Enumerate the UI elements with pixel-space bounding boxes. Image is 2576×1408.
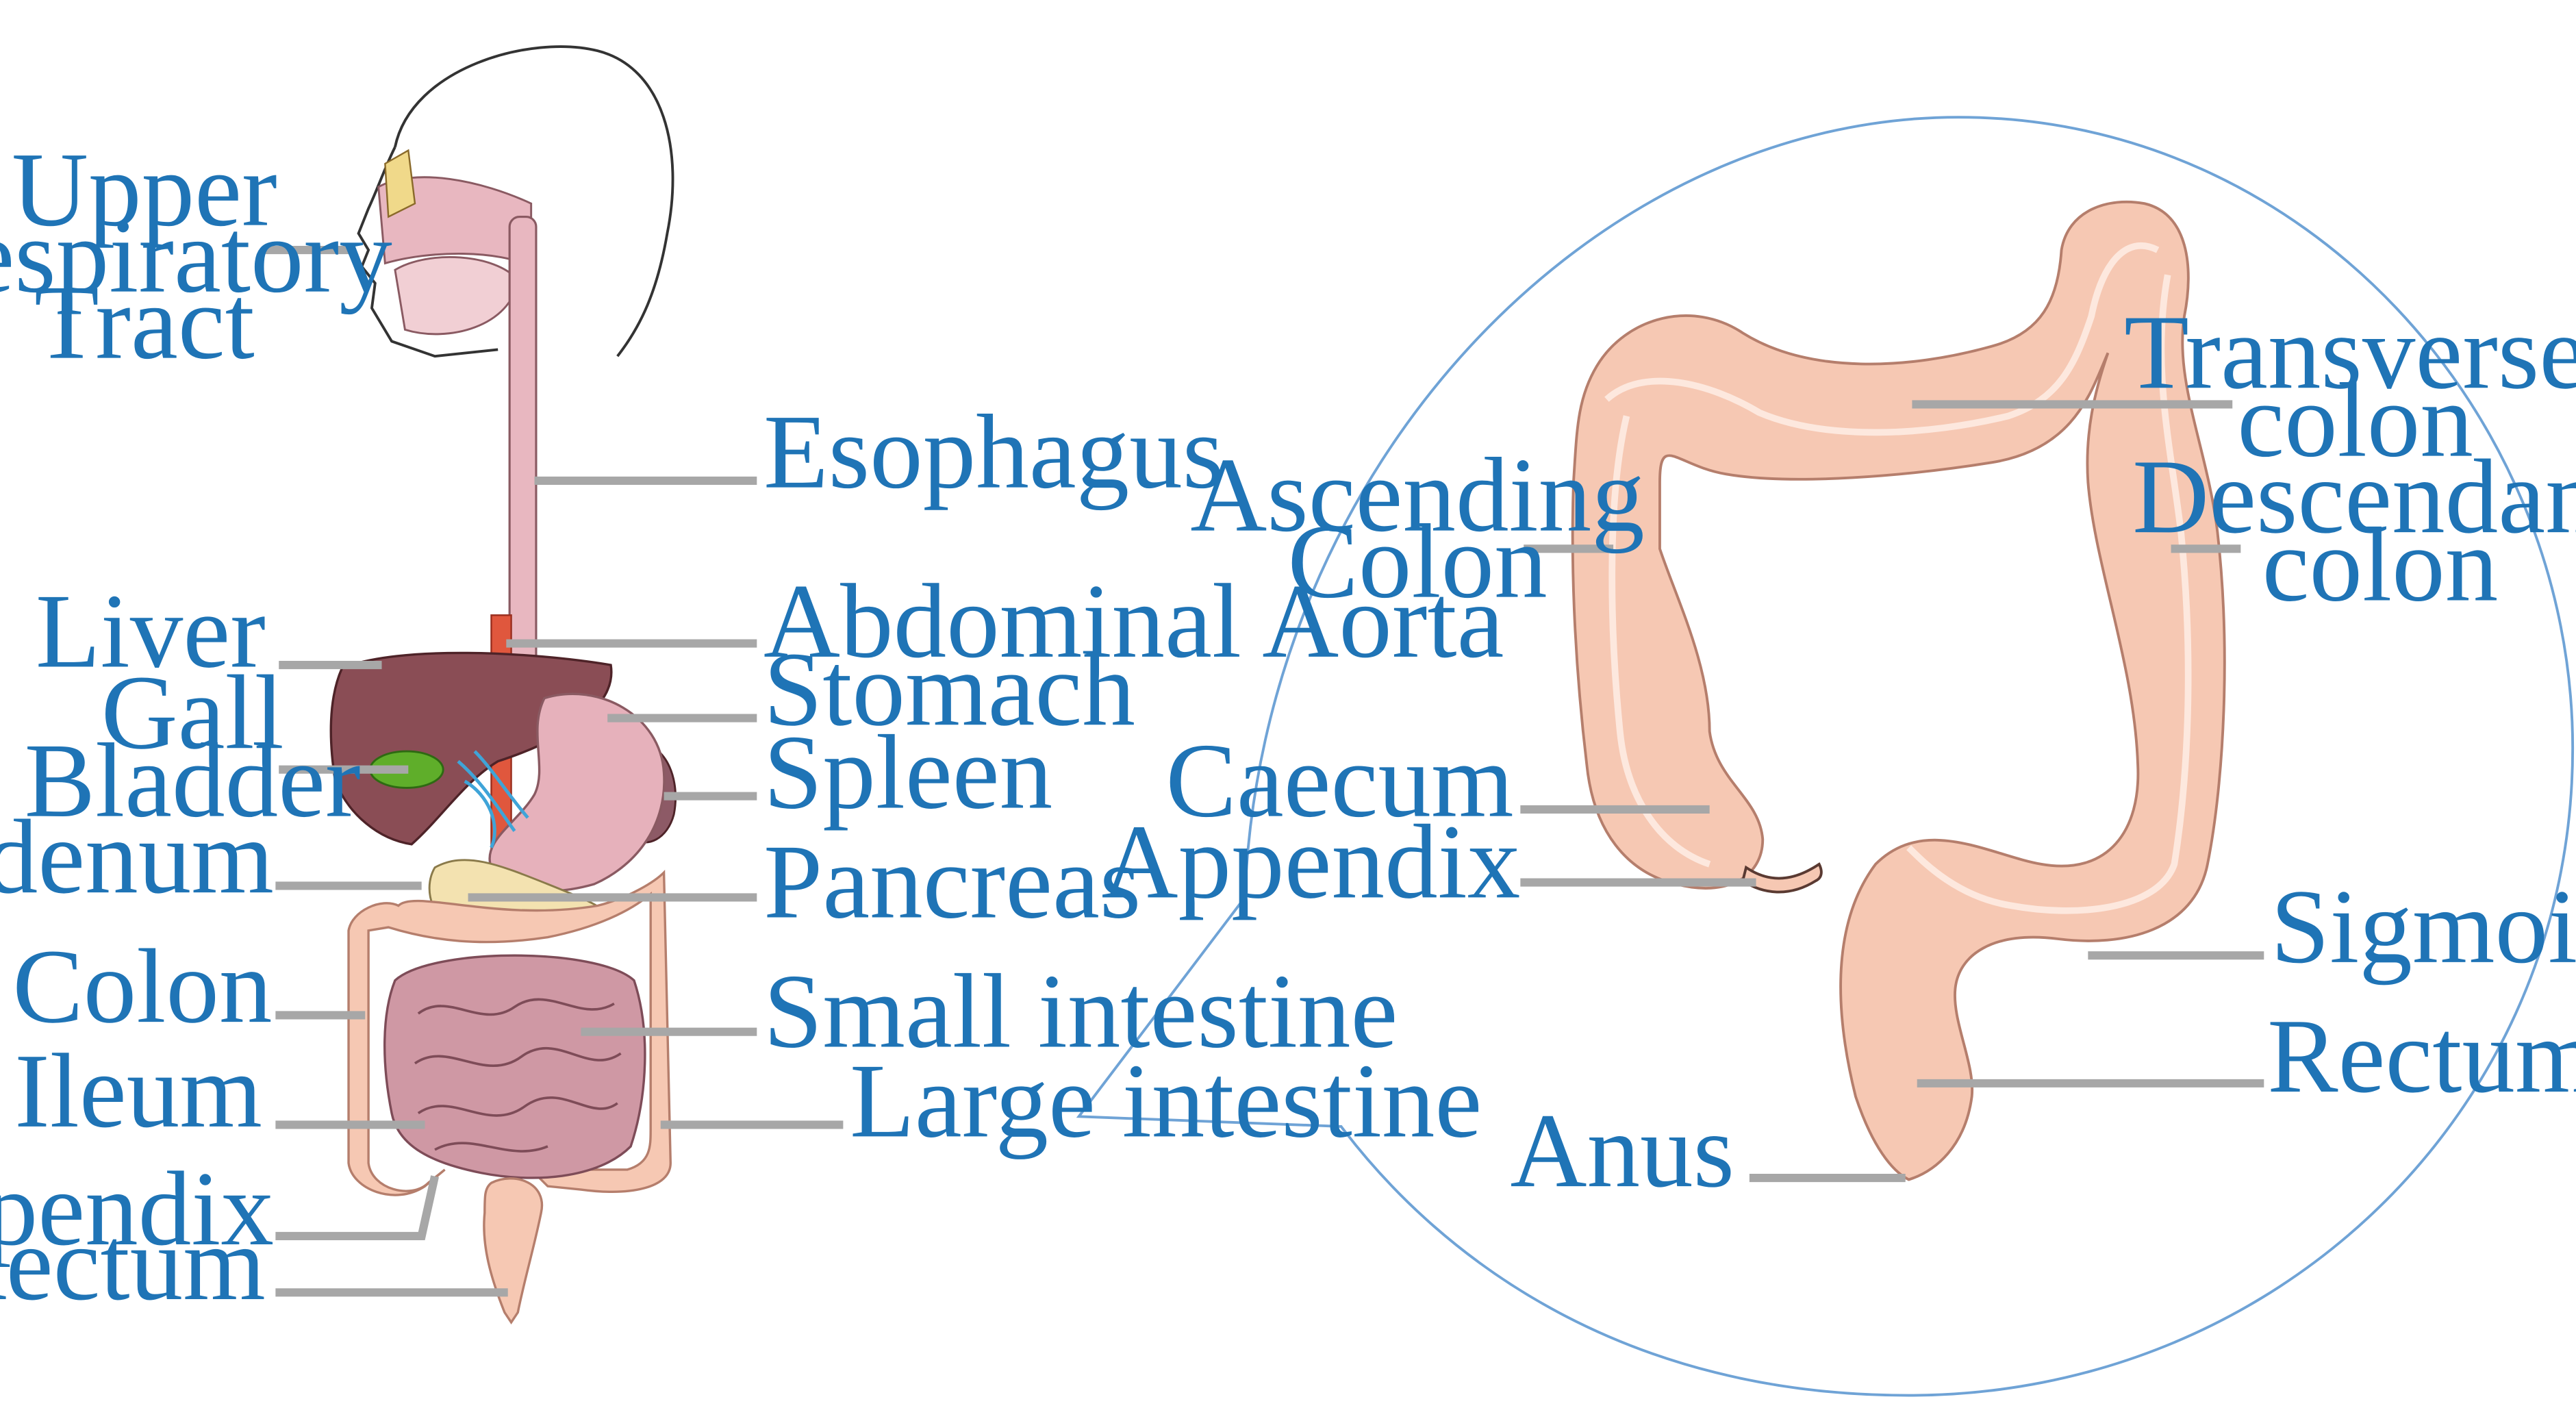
liver [329,651,613,846]
label-transverse-colon-1: Transverse [2124,293,2576,411]
label-duodenum: Duodenum [0,798,274,916]
small-intestine [383,954,646,1179]
left-labels: Upper Respiratory Tract Esophagus Liver … [0,131,1504,1322]
label-rectum-right: Rectum [2267,997,2576,1115]
label-ascending-colon-1: Ascending [1190,436,1644,554]
label-upper-respiratory-1: Upper [12,131,277,249]
body-figure [329,45,677,1324]
tongue [394,256,519,336]
label-gall-bladder-1: Gall [101,653,284,771]
colon-taenia [1604,242,2192,914]
callout-outline [1076,116,2575,1397]
label-esophagus: Esophagus [763,393,1224,511]
label-gall-bladder-2: Bladder [25,722,361,840]
label-transverse-colon-2: colon [2237,362,2473,479]
small-intestine-loops [414,998,622,1153]
rectum-left [483,1177,544,1324]
label-caecum: Caecum [1165,722,1513,840]
esophagus-tube [508,215,538,666]
label-sigmoid: Sigmoid [2271,868,2576,985]
head-outline [394,45,674,357]
blood-vessels [457,750,529,848]
colon-appendix [1741,862,1823,894]
leader-lines [265,245,2264,1297]
right-labels: Transverse colon Ascending Colon Descend… [1102,293,2576,1209]
label-upper-respiratory-2: Respiratory [0,197,392,315]
label-ileum: Ileum [14,1032,262,1150]
label-descendant-colon-1: Descendant [2132,438,2576,555]
leader-appendix [275,1175,439,1240]
colon-detail [1571,200,2226,1181]
label-ascending-colon-2: Colon [1287,503,1547,620]
palate-yellow [384,149,416,218]
label-abdominal-aorta: Abdominal Aorta [763,562,1504,680]
label-pancreas: Pancreas [763,822,1141,940]
label-large-intestine: Large intestine [850,1042,1482,1159]
label-small-intestine: Small intestine [763,953,1398,1070]
label-liver: Liver [36,572,266,690]
label-stomach: Stomach [763,630,1135,748]
colon-detail-body [1571,200,2226,1181]
label-spleen: Spleen [763,713,1052,831]
label-descendant-colon-2: colon [2262,506,2499,624]
label-appendix-left: Appendix [0,1150,274,1268]
label-upper-respiratory-3: Tract [34,264,255,381]
label-appendix-right: Appendix [1102,803,1521,920]
label-colon: Colon [12,927,272,1045]
label-anus: Anus [1511,1092,1735,1209]
label-rectum-left: Rectum [0,1205,266,1322]
